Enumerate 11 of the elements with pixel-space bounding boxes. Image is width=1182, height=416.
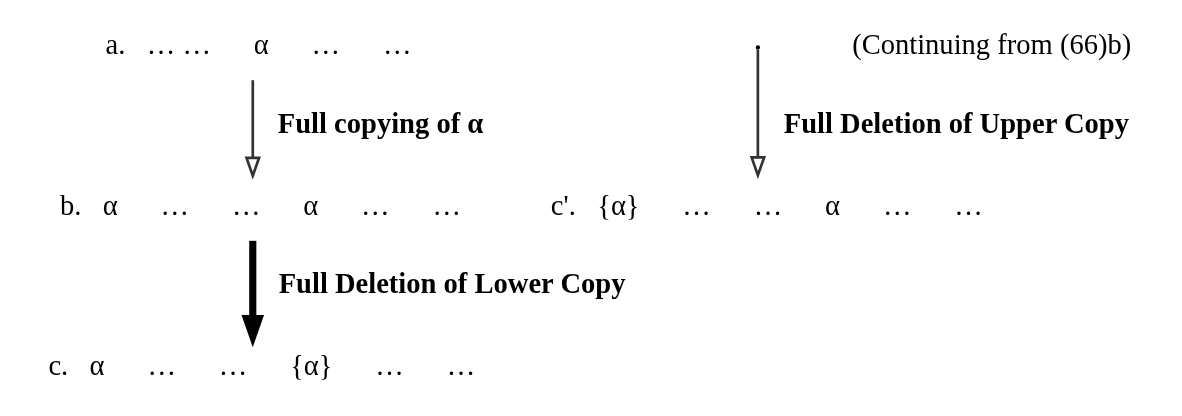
- node-text: c'. {α} … … α … …: [550, 189, 983, 221]
- node-text: b. α … … α … …: [60, 189, 462, 221]
- arrow: [244, 80, 261, 180]
- node-text: c. α … … {α} … …: [48, 350, 476, 382]
- arrow: [241, 240, 265, 348]
- arrow: [749, 49, 766, 180]
- edge-label: Full copying of α: [277, 107, 484, 139]
- node-text: a. … … α … …: [105, 29, 412, 61]
- edge-label: Full Deletion of Upper Copy: [783, 107, 1129, 139]
- label: (Continuing from (66)b): [852, 29, 1132, 61]
- edge-label: Full Deletion of Lower Copy: [278, 268, 626, 300]
